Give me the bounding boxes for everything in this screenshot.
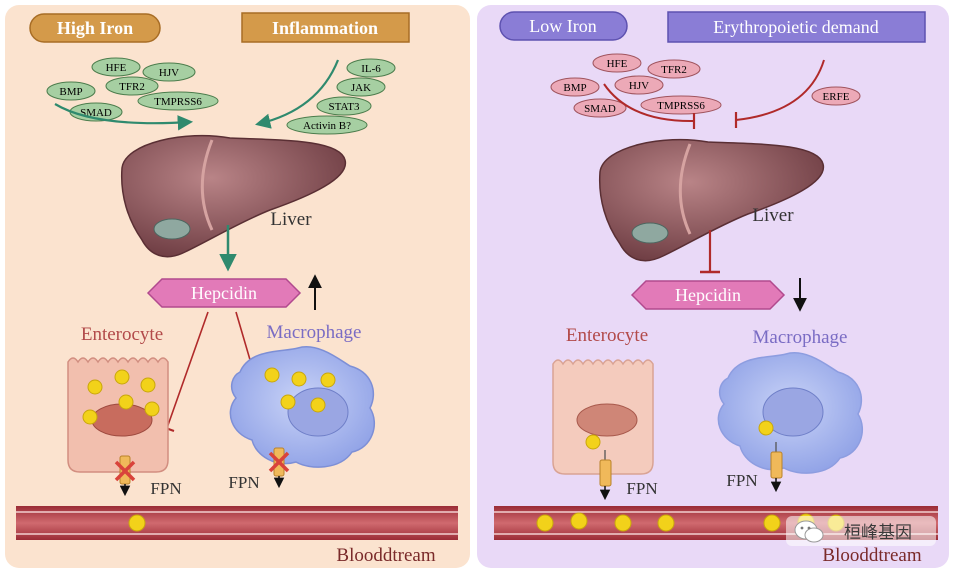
- wechat-icon: [794, 520, 824, 543]
- left-blood-iron: [128, 514, 146, 532]
- pill-hjv-r: HJV: [614, 75, 664, 95]
- right-liver: [598, 138, 825, 262]
- svg-text:HFE: HFE: [607, 58, 628, 70]
- pill-smad-r: SMAD: [573, 98, 627, 118]
- svg-text:HJV: HJV: [629, 80, 649, 92]
- pill-jak: JAK: [336, 77, 386, 97]
- low-iron-label: Low Iron: [529, 16, 596, 36]
- left-liver: [120, 134, 347, 258]
- inflammation-label: Inflammation: [272, 18, 378, 38]
- right-hepcidin: Hepcidin: [630, 280, 786, 310]
- pill-erfe: ERFE: [811, 86, 861, 106]
- svg-text:HJV: HJV: [159, 67, 179, 79]
- right-enterocyte-label: Enterocyte: [566, 325, 648, 346]
- inflammation-badge: Inflammation: [241, 12, 410, 43]
- right-macrophage-fpn-label: FPN: [726, 471, 757, 490]
- svg-text:Activin B?: Activin B?: [303, 120, 351, 132]
- left-panel: High Iron Inflammation HFE HJV TFR2 BMP …: [5, 5, 470, 568]
- right-macrophage-iron: [758, 420, 774, 436]
- bmp-activation-arrow: [54, 103, 194, 131]
- erythropoietic-demand-badge: Erythropoietic demand: [667, 11, 926, 43]
- svg-text:TFR2: TFR2: [119, 81, 145, 93]
- left-enterocyte-fpn-blocked: [114, 455, 136, 497]
- high-iron-label: High Iron: [57, 18, 133, 38]
- pill-hjv: HJV: [142, 62, 196, 82]
- svg-text:IL-6: IL-6: [361, 63, 381, 75]
- svg-text:TMPRSS6: TMPRSS6: [154, 96, 202, 108]
- liver-inhibit-hepcidin: [700, 230, 720, 274]
- svg-text:SMAD: SMAD: [584, 103, 616, 115]
- erfe-inhibition-line: [734, 59, 825, 128]
- pill-tfr2: TFR2: [105, 76, 159, 96]
- left-bloodstream-vessel: [16, 506, 458, 540]
- pill-tfr2-r: TFR2: [647, 59, 701, 79]
- svg-text:BMP: BMP: [563, 82, 586, 94]
- right-macrophage-cell: [717, 352, 863, 474]
- svg-text:TFR2: TFR2: [661, 64, 687, 76]
- low-iron-badge: Low Iron: [499, 11, 628, 41]
- left-macrophage-fpn-label: FPN: [228, 473, 259, 492]
- svg-text:JAK: JAK: [351, 82, 371, 94]
- bmp-inhibition-line: [603, 83, 696, 129]
- left-hepcidin-label: Hepcidin: [191, 283, 257, 303]
- right-enterocyte-fpn-open: [599, 450, 612, 501]
- high-iron-badge: High Iron: [29, 13, 161, 43]
- right-bmp-pathway: HFE TFR2 BMP HJV SMAD TMPRSS6: [550, 53, 722, 118]
- left-hepcidin: Hepcidin: [146, 278, 302, 308]
- left-macrophage-fpn-blocked: [268, 447, 290, 489]
- left-macrophage-iron: [264, 367, 336, 413]
- right-enterocyte-fpn-label: FPN: [626, 479, 657, 498]
- svg-text:HFE: HFE: [106, 62, 127, 74]
- right-liver-label: Liver: [752, 205, 794, 226]
- pill-activin-b: Activin B?: [286, 115, 368, 135]
- right-enterocyte-iron: [585, 434, 601, 450]
- right-macrophage-fpn-open: [770, 442, 783, 493]
- pill-hfe: HFE: [91, 57, 141, 77]
- watermark: 桓峰基因: [786, 516, 936, 546]
- svg-text:SMAD: SMAD: [80, 107, 112, 119]
- svg-text:STAT3: STAT3: [329, 101, 360, 113]
- left-enterocyte-label: Enterocyte: [81, 324, 163, 345]
- pill-stat3: STAT3: [316, 96, 372, 116]
- svg-text:TMPRSS6: TMPRSS6: [657, 100, 705, 112]
- watermark-text: 桓峰基因: [844, 523, 912, 543]
- right-enterocyte-cell: [552, 359, 654, 475]
- left-liver-label: Liver: [270, 209, 312, 230]
- right-bloodstream-label: Blooddtream: [822, 545, 921, 566]
- pill-hfe-r: HFE: [592, 53, 642, 73]
- svg-text:ERFE: ERFE: [823, 91, 850, 103]
- left-bloodstream-label: Blooddtream: [336, 545, 435, 566]
- left-il6-pathway: IL-6 JAK STAT3 Activin B?: [286, 58, 396, 135]
- svg-text:BMP: BMP: [59, 86, 82, 98]
- pill-il6: IL-6: [346, 58, 396, 78]
- right-hepcidin-label: Hepcidin: [675, 285, 741, 305]
- left-enterocyte-iron: [82, 369, 160, 425]
- pill-bmp: BMP: [46, 81, 96, 101]
- pill-tmprss6-r: TMPRSS6: [640, 95, 722, 115]
- il6-activation-arrow: [255, 59, 340, 129]
- right-panel: Low Iron Erythropoietic demand HFE TFR2 …: [477, 5, 949, 568]
- pill-bmp-r: BMP: [550, 77, 600, 97]
- left-enterocyte-fpn-label: FPN: [150, 479, 181, 498]
- right-macrophage-label: Macrophage: [753, 327, 848, 348]
- erythropoietic-demand-label: Erythropoietic demand: [713, 17, 878, 37]
- pill-tmprss6: TMPRSS6: [137, 91, 219, 111]
- left-macrophage-label: Macrophage: [267, 322, 362, 343]
